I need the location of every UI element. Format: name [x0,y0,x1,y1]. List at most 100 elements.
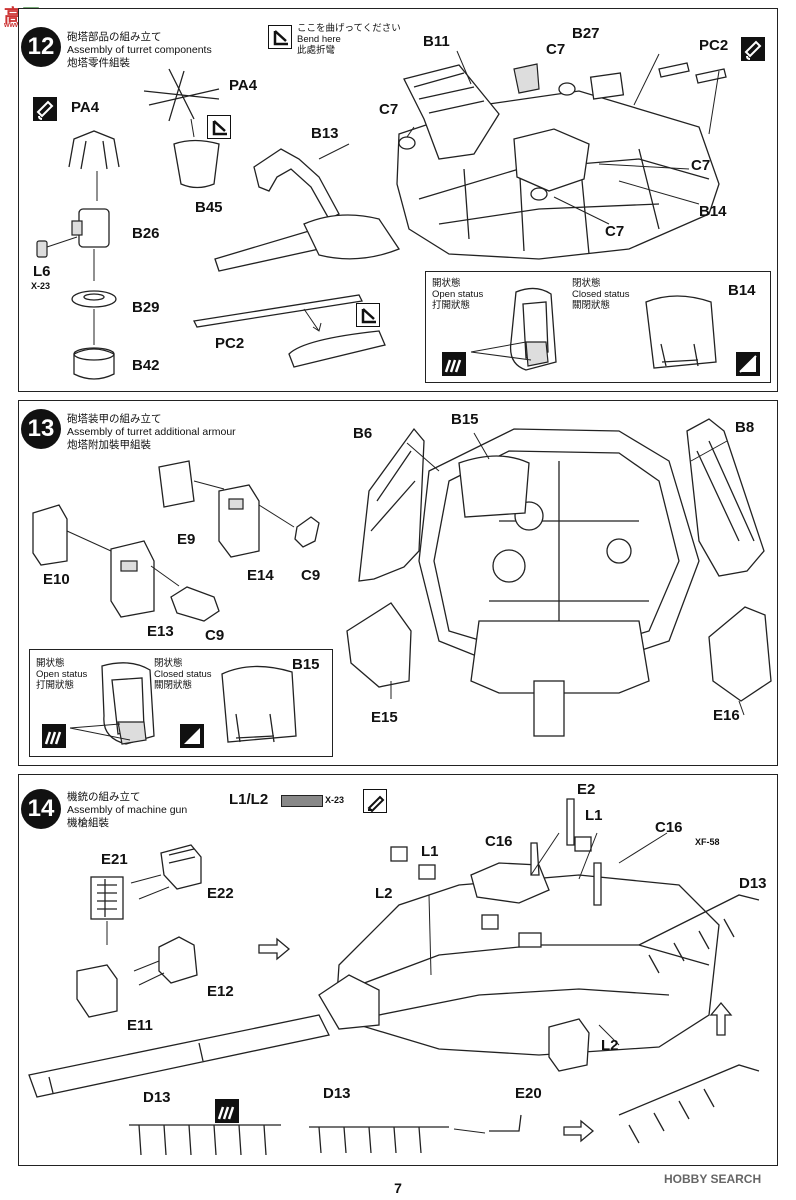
bend-icon-pc2 [356,303,380,327]
inset-12-open-jp: 開状態 [432,278,461,289]
bend-note: ここを曲げってください Bend here 此處折彎 [297,23,401,56]
step-12-title: 砲塔部品の組み立て Assembly of turret components … [67,31,212,70]
step-13-title-cn: 炮塔附加裝甲組裝 [67,439,151,451]
label-b11: B11 [423,33,450,50]
label-d13-right: D13 [739,875,767,892]
glue-icon-left [33,97,57,121]
step-13-title-jp: 砲塔装甲の組み立て [67,413,162,425]
step-13-title: 砲塔装甲の組み立て Assembly of turret additional … [67,413,236,452]
label-c9-lower: C9 [205,627,225,644]
label-e14: E14 [247,567,274,584]
label-b42: B42 [132,357,160,374]
step-13-hatch-inset: 開状態 Open status 打開狀態 閉状態 Closed status 關… [29,649,333,757]
inset-13-closed: 閉状態 Closed status 關閉狀態 [154,658,212,691]
label-l2-bottom: L2 [601,1037,619,1054]
label-e21: E21 [101,851,128,868]
step-12-drawing [36,50,727,380]
label-c7-left: C7 [379,101,399,118]
step-13-drawing [32,418,772,737]
label-b29: B29 [132,299,160,316]
step-12-title-cn: 炮塔零件組裝 [67,57,130,69]
paint-brush-icon [363,789,387,813]
label-b14: B14 [699,203,727,220]
label-l1-mid: L1 [421,843,439,860]
option-b-icon-13 [180,724,204,748]
label-c7-top: C7 [546,41,566,58]
inset-13-part: B15 [292,656,320,673]
inset-12-closed-cn: 關閉狀態 [572,300,611,311]
step-14-drawing [28,798,760,1156]
label-e22: E22 [207,885,234,902]
inset-13-closed-jp: 閉状態 [154,658,183,669]
label-e9: E9 [177,531,196,548]
paint-swatch [281,795,323,807]
bend-note-en: Bend here [297,34,341,45]
step-12-panel: 12 砲塔部品の組み立て Assembly of turret componen… [18,8,778,392]
label-l6: L6 [33,263,51,280]
step-14-number: 14 [21,789,61,829]
label-e12: E12 [207,983,234,1000]
watermark-char-1: 高 [4,6,22,26]
label-b13: B13 [311,125,339,142]
label-x23: X-23 [31,281,51,291]
inset-12-closed: 閉状態 Closed status 關閉狀態 [572,278,630,311]
label-e2: E2 [577,781,596,798]
step-14-title-cn: 機槍組裝 [67,817,109,829]
inset-13-closed-en: Closed status [154,669,212,680]
page-number: 7 [394,1180,402,1196]
step-13-number: 13 [21,409,61,449]
step-13-title-en: Assembly of turret additional armour [67,426,236,438]
inset-13-open: 開状態 Open status 打開狀態 [36,658,87,691]
step-13-panel: 13 砲塔装甲の組み立て Assembly of turret addition… [18,400,778,766]
label-d13-bottom-mid: D13 [323,1085,351,1102]
option-a-icon-13 [42,724,66,748]
step-14-title: 機銃の組み立て Assembly of machine gun 機槍組裝 [67,791,187,830]
label-b6: B6 [353,425,373,442]
inset-13-open-jp: 開状態 [36,658,65,669]
label-l1-top: L1 [585,807,603,824]
bend-note-cn: 此處折彎 [297,45,336,56]
bend-note-jp: ここを曲げってください [297,23,401,34]
paint-label-l1-l2: L1/L2 [229,791,269,808]
inset-12-open: 開状態 Open status 打開狀態 [432,278,483,311]
label-e15: E15 [371,709,398,726]
label-c9-upper: C9 [301,567,321,584]
label-pa4-star: PA4 [229,77,258,94]
step-12-hatch-inset: 開状態 Open status 打開狀態 閉状態 Closed status 關… [425,271,771,383]
bend-here-icon [268,25,292,49]
label-xf58: XF-58 [695,837,720,847]
inset-12-closed-en: Closed status [572,289,630,300]
glue-icon-right [741,37,765,61]
step-14-title-en: Assembly of machine gun [67,804,188,816]
label-e16: E16 [713,707,740,724]
label-d13-bottom-left: D13 [143,1089,171,1106]
inset-13-closed-cn: 關閉狀態 [154,680,193,691]
label-c7-right: C7 [691,157,711,174]
inset-13-open-cn: 打開狀態 [36,680,75,691]
option-a-icon [442,352,466,376]
label-b8: B8 [735,419,755,436]
label-b45: B45 [195,199,223,216]
label-e13: E13 [147,623,174,640]
step-12-title-jp: 砲塔部品の組み立て [67,31,162,43]
label-pc2-strip: PC2 [215,335,245,352]
inset-13-open-en: Open status [36,669,88,680]
option-a-icon-14 [215,1099,239,1123]
step-12-title-en: Assembly of turret components [67,44,212,56]
option-b-icon [736,352,760,376]
label-e11: E11 [127,1017,153,1034]
label-b27: B27 [572,25,600,42]
label-pc2-top: PC2 [699,37,729,54]
step-14-panel: 14 機銃の組み立て Assembly of machine gun 機槍組裝 … [18,774,778,1166]
inset-12-open-cn: 打開狀態 [432,300,471,311]
label-c7-bottom: C7 [605,223,625,240]
label-e10: E10 [43,571,70,588]
label-b15: B15 [451,411,479,428]
inset-12-open-en: Open status [432,289,484,300]
label-c16-left: C16 [485,833,513,850]
label-l2-top: L2 [375,885,393,902]
label-e20: E20 [515,1085,542,1102]
label-b26: B26 [132,225,160,242]
label-pa4-left: PA4 [71,99,100,116]
bend-icon-pa4 [207,115,231,139]
